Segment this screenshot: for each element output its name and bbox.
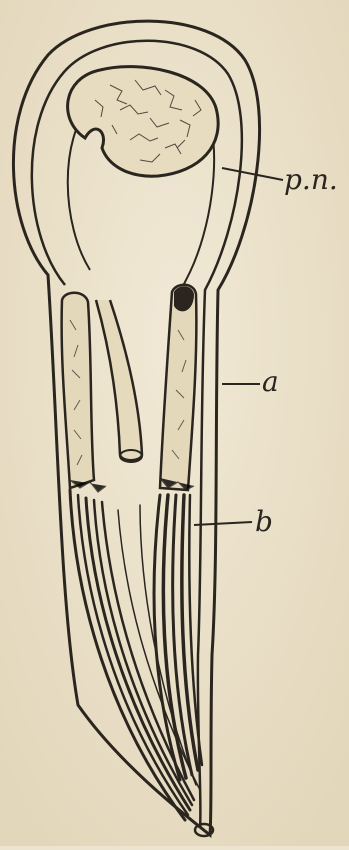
label-a: a [262, 368, 279, 396]
label-pn: p.n. [284, 166, 338, 194]
label-b: b [255, 508, 273, 536]
